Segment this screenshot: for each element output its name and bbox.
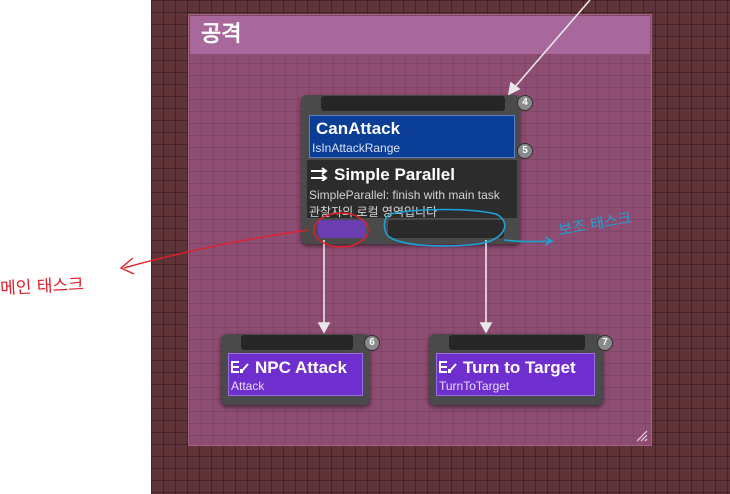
node-index-badge: 6: [364, 335, 380, 351]
parallel-input-pin[interactable]: [321, 96, 505, 111]
composite-tooltip: 관찰자의 로컬 영역입니다: [309, 205, 438, 219]
composite-description: SimpleParallel: finish with main task: [309, 188, 500, 202]
decorator-title: CanAttack: [316, 119, 401, 138]
node-index-badge: 7: [597, 335, 613, 351]
task-subtitle: Attack: [231, 379, 265, 393]
resize-grip-icon[interactable]: [634, 428, 648, 442]
task-icon: [439, 361, 457, 373]
task-title: NPC Attack: [255, 358, 347, 377]
decorator-index-badge: 5: [517, 143, 533, 159]
composite-title: Simple Parallel: [334, 165, 455, 184]
task-title-row: Turn to Target: [439, 358, 576, 378]
simple-parallel-composite[interactable]: Simple Parallel SimpleParallel: finish w…: [307, 160, 517, 219]
comment-header[interactable]: [190, 16, 650, 54]
composite-title-row: Simple Parallel: [310, 165, 455, 185]
task-title-row: NPC Attack: [231, 358, 347, 378]
turn-to-target-task[interactable]: Turn to Target TurnToTarget: [436, 353, 595, 396]
parallel-icon: [311, 167, 328, 181]
main-task-annotation: 메인 태스크: [0, 274, 85, 300]
npc-attack-input-pin[interactable]: [241, 335, 353, 350]
turn-to-target-input-pin[interactable]: [449, 335, 585, 350]
comment-title: 공격: [201, 22, 242, 47]
canattack-decorator[interactable]: CanAttack IsInAttackRange: [309, 115, 515, 158]
npc-attack-task[interactable]: NPC Attack Attack: [228, 353, 363, 396]
main-task-output-pin[interactable]: [318, 220, 366, 238]
sub-task-output-pin[interactable]: [388, 220, 504, 238]
decorator-subtitle: IsInAttackRange: [312, 141, 401, 155]
task-title: Turn to Target: [463, 358, 576, 377]
task-subtitle: TurnToTarget: [439, 379, 510, 393]
task-icon: [231, 361, 249, 373]
node-index-badge: 4: [517, 95, 533, 111]
